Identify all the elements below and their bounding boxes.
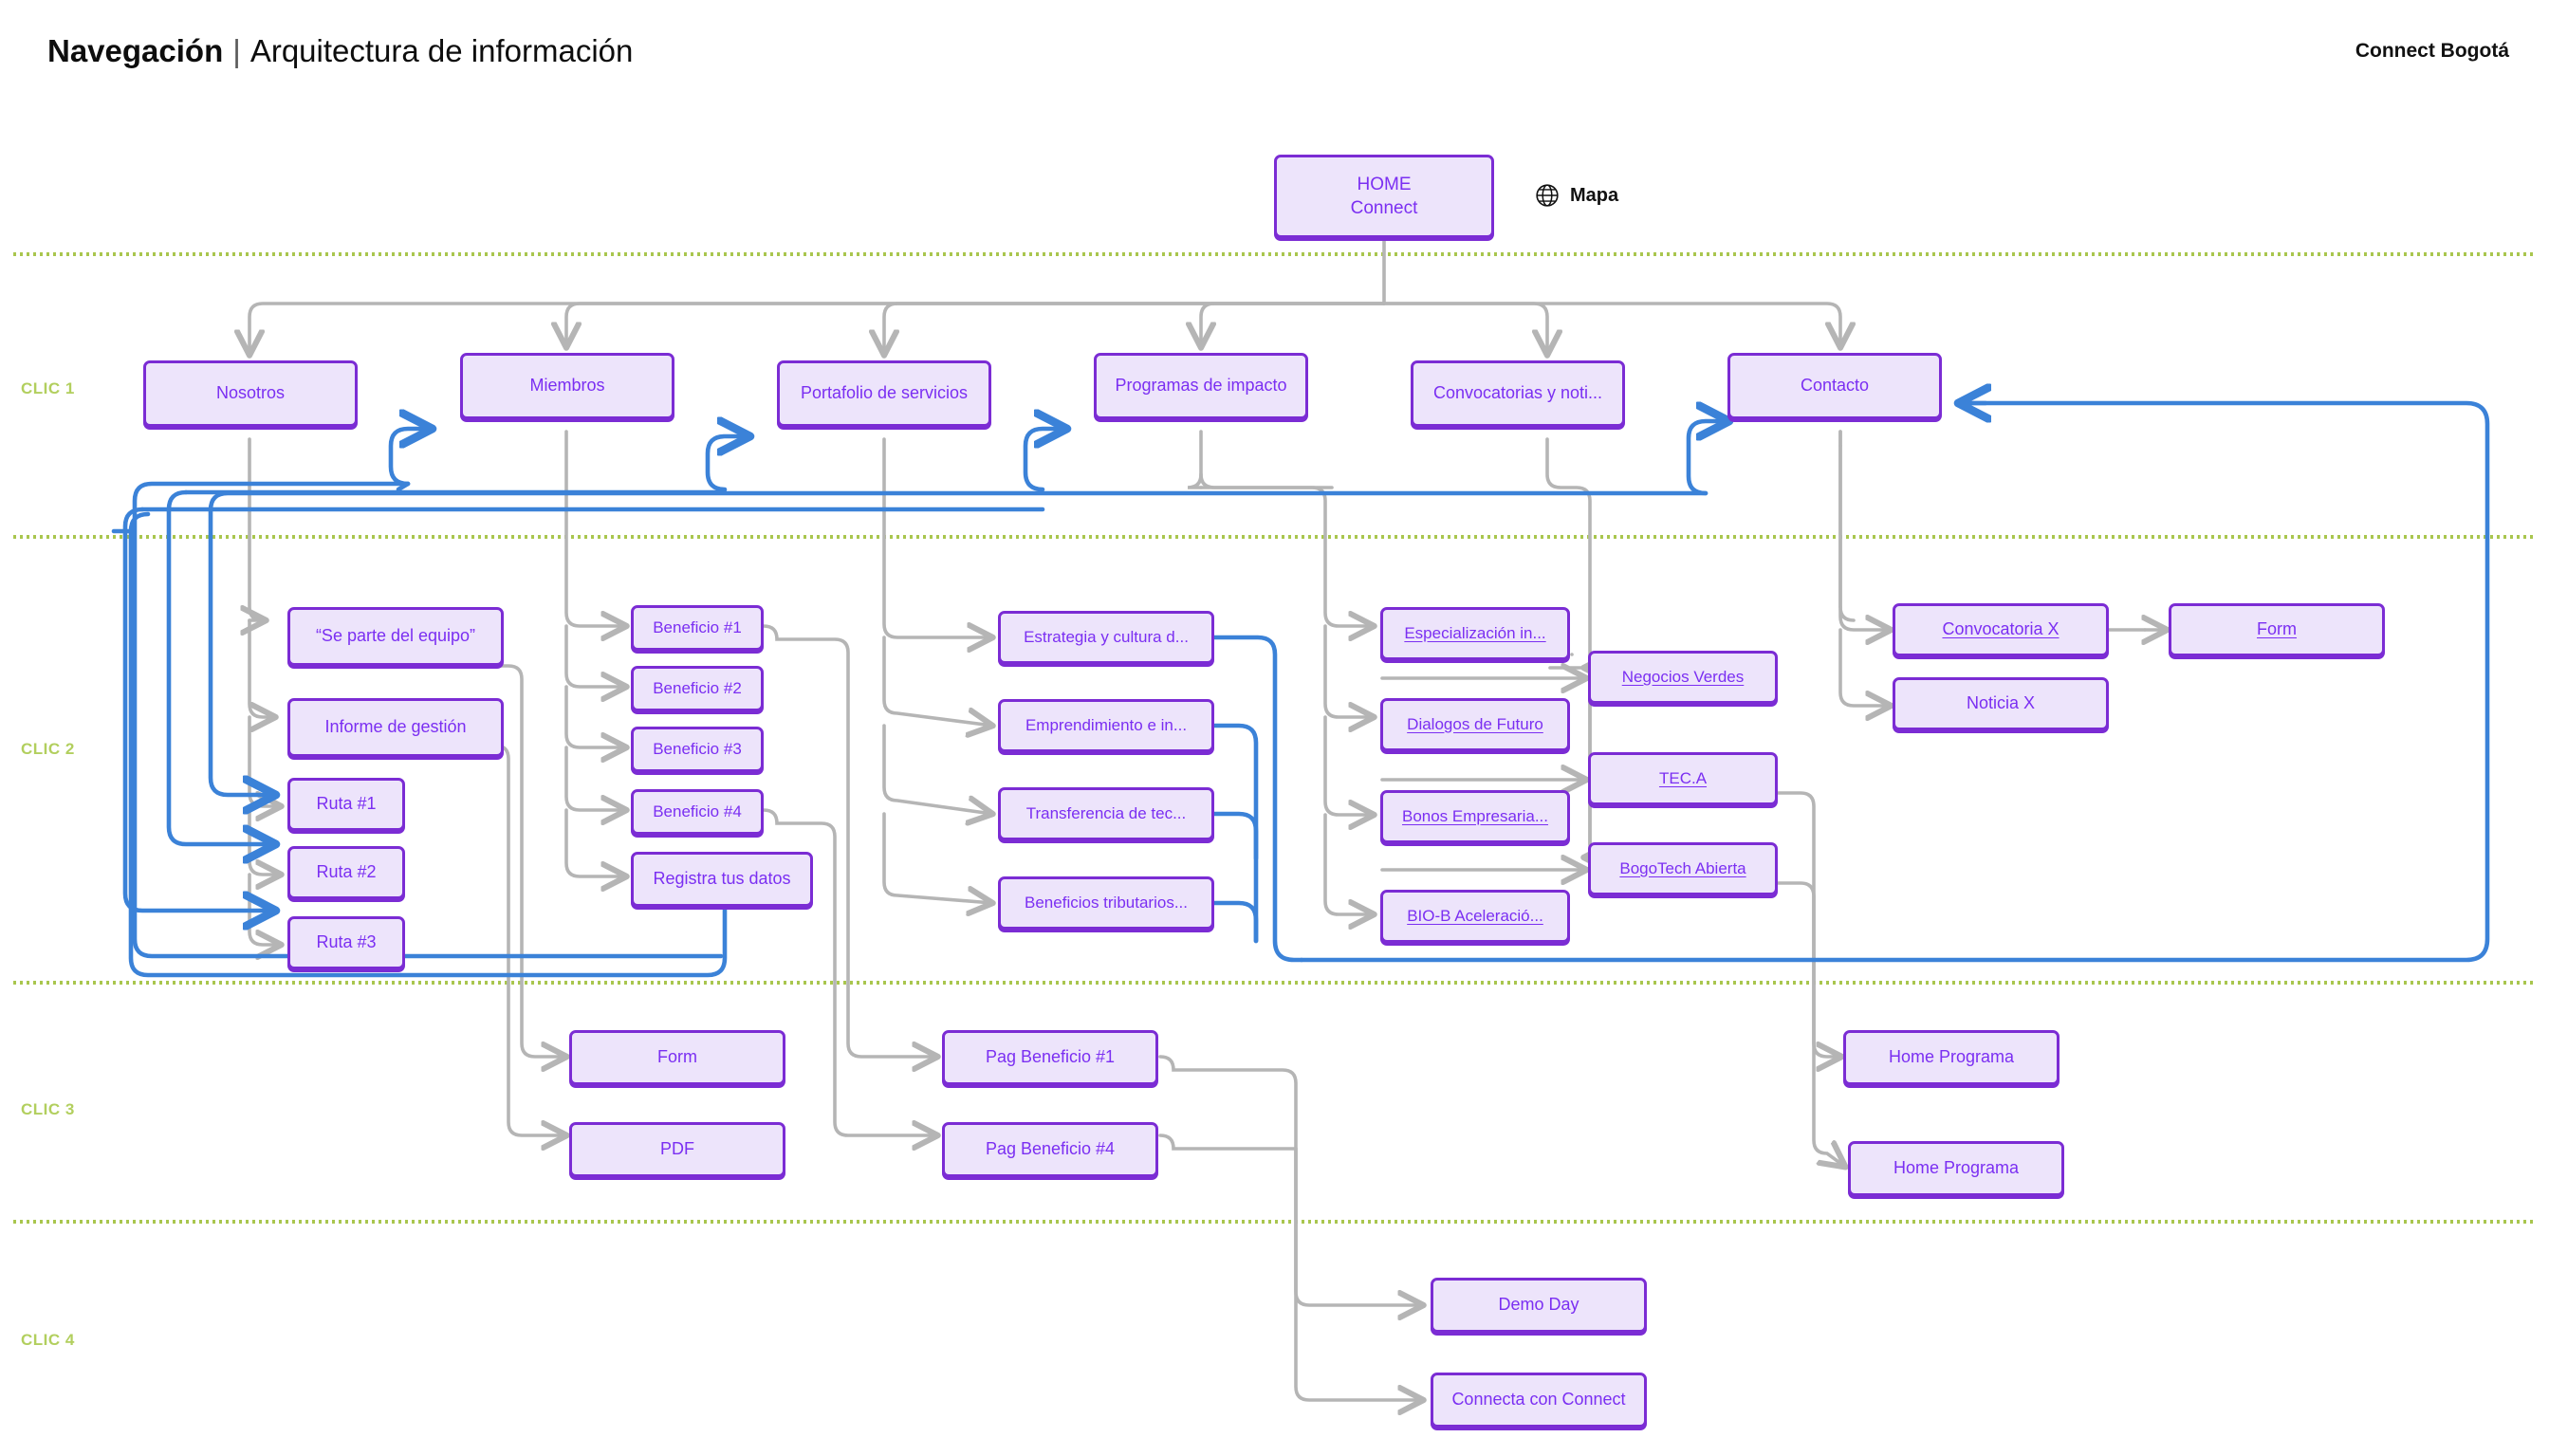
node-tec-a[interactable]: TEC.A	[1588, 752, 1778, 805]
node-label: Form	[657, 1047, 697, 1067]
node-label: Pag Beneficio #1	[985, 1047, 1116, 1067]
node-beneficio-2[interactable]: Beneficio #2	[631, 666, 764, 711]
node-beneficios-tributarios[interactable]: Beneficios tributarios...	[998, 876, 1214, 930]
node-label: Dialogos de Futuro	[1407, 714, 1543, 733]
level-label-clic3: CLIC 3	[21, 1100, 75, 1118]
node-label: Contacto	[1800, 376, 1870, 396]
map-legend-label: Mapa	[1570, 184, 1619, 206]
level-label-clic4: CLIC 4	[21, 1331, 75, 1349]
node-miembros[interactable]: Miembros	[460, 353, 674, 419]
node-portafolio-de-servicios[interactable]: Portafolio de servicios	[777, 360, 991, 427]
node-noticia-x[interactable]: Noticia X	[1893, 677, 2109, 730]
node-bonos-empresariales[interactable]: Bonos Empresaria...	[1380, 790, 1570, 843]
node-label: Pag Beneficio #4	[985, 1139, 1116, 1159]
node-home-line2: Connect	[1350, 198, 1418, 218]
node-home-programa-2[interactable]: Home Programa	[1848, 1141, 2064, 1196]
grey-connectors	[249, 235, 2147, 1400]
node-label: “Se parte del equipo”	[315, 626, 476, 646]
brand-label: Connect Bogotá	[2355, 40, 2509, 62]
node-convocatoria-x[interactable]: Convocatoria X	[1893, 603, 2109, 656]
node-form[interactable]: Form	[569, 1030, 785, 1085]
level-label-clic1: CLIC 1	[21, 379, 75, 397]
node-home-line1: HOME	[1357, 174, 1412, 194]
node-programas-de-impacto[interactable]: Programas de impacto	[1094, 353, 1308, 419]
node-ruta-3[interactable]: Ruta #3	[287, 916, 405, 969]
node-label: Informe de gestión	[324, 717, 467, 737]
node-label: Especialización in...	[1404, 623, 1546, 642]
node-label: Ruta #2	[316, 862, 377, 882]
node-convocatorias-y-noticias[interactable]: Convocatorias y noti...	[1411, 360, 1625, 427]
node-label: Beneficio #3	[653, 739, 742, 758]
node-beneficio-1[interactable]: Beneficio #1	[631, 605, 764, 651]
node-label: Beneficio #1	[653, 617, 742, 636]
node-demo-day[interactable]: Demo Day	[1431, 1278, 1647, 1333]
node-form-contacto[interactable]: Form	[2169, 603, 2385, 656]
title-separator: |	[232, 33, 241, 68]
node-contacto[interactable]: Contacto	[1727, 353, 1942, 419]
node-label: Home Programa	[1893, 1158, 2020, 1178]
node-label: Programas de impacto	[1115, 376, 1287, 396]
node-label: Emprendimiento e in...	[1025, 715, 1188, 734]
node-label: Ruta #1	[316, 794, 377, 814]
node-nosotros[interactable]: Nosotros	[143, 360, 358, 427]
node-especializacion-inteligente[interactable]: Especialización in...	[1380, 607, 1570, 660]
node-label: Negocios Verdes	[1621, 667, 1745, 686]
node-label: TEC.A	[1658, 768, 1708, 787]
node-ruta-2[interactable]: Ruta #2	[287, 846, 405, 899]
node-label: BIO-B Aceleració...	[1407, 906, 1543, 925]
node-label: Beneficio #4	[653, 802, 742, 820]
node-label: Bonos Empresaria...	[1401, 806, 1548, 825]
node-label: BogoTech Abierta	[1619, 858, 1746, 877]
node-home-connect[interactable]: HOME Connect	[1274, 155, 1494, 238]
node-pdf[interactable]: PDF	[569, 1122, 785, 1177]
node-label: Form	[2257, 619, 2297, 639]
node-label: Beneficios tributarios...	[1025, 893, 1188, 912]
node-label: Portafolio de servicios	[800, 383, 969, 403]
node-informe-de-gestion[interactable]: Informe de gestión	[287, 698, 504, 757]
node-label: PDF	[660, 1139, 694, 1159]
node-label: Estrategia y cultura d...	[1024, 627, 1189, 646]
blue-connectors	[111, 403, 2490, 978]
node-label: Registra tus datos	[653, 869, 791, 889]
node-label: Ruta #3	[316, 932, 377, 952]
level-dividers	[13, 252, 2536, 1224]
map-legend: Mapa	[1535, 183, 1618, 208]
node-bio-b-aceleracion[interactable]: BIO-B Aceleració...	[1380, 890, 1570, 943]
node-ruta-1[interactable]: Ruta #1	[287, 778, 405, 831]
node-label: Demo Day	[1498, 1295, 1579, 1315]
node-se-parte-del-equipo[interactable]: “Se parte del equipo”	[287, 607, 504, 666]
node-transferencia-de-tecnologia[interactable]: Transferencia de tec...	[998, 787, 1214, 840]
node-registra-tus-datos[interactable]: Registra tus datos	[631, 852, 813, 907]
node-label: Noticia X	[1966, 693, 2036, 713]
page-title-bold: Navegación	[47, 33, 224, 68]
node-label: Miembros	[529, 376, 605, 396]
page-title: Navegación|Arquitectura de información	[47, 33, 633, 69]
node-label: Beneficio #2	[653, 678, 742, 697]
node-connecta-con-connect[interactable]: Connecta con Connect	[1431, 1373, 1647, 1428]
node-label: Home Programa	[1888, 1047, 2015, 1067]
node-bogotech-abierta[interactable]: BogoTech Abierta	[1588, 842, 1778, 895]
node-home-programa-1[interactable]: Home Programa	[1843, 1030, 2060, 1085]
node-label: Convocatorias y noti...	[1432, 383, 1603, 403]
globe-icon	[1536, 184, 1559, 207]
node-label: Transferencia de tec...	[1025, 803, 1187, 822]
node-label: Connecta con Connect	[1451, 1390, 1626, 1410]
node-emprendimiento-e-innovacion[interactable]: Emprendimiento e in...	[998, 699, 1214, 752]
node-negocios-verdes[interactable]: Negocios Verdes	[1588, 651, 1778, 704]
node-beneficio-4[interactable]: Beneficio #4	[631, 789, 764, 835]
node-label: Nosotros	[215, 383, 286, 403]
level-label-clic2: CLIC 2	[21, 740, 75, 758]
node-pag-beneficio-1[interactable]: Pag Beneficio #1	[942, 1030, 1158, 1085]
page-title-light: Arquitectura de información	[249, 33, 634, 68]
node-beneficio-3[interactable]: Beneficio #3	[631, 727, 764, 772]
node-pag-beneficio-4[interactable]: Pag Beneficio #4	[942, 1122, 1158, 1177]
node-label: Convocatoria X	[1942, 619, 2060, 639]
node-estrategia-y-cultura[interactable]: Estrategia y cultura d...	[998, 611, 1214, 664]
node-dialogos-de-futuro[interactable]: Dialogos de Futuro	[1380, 698, 1570, 751]
